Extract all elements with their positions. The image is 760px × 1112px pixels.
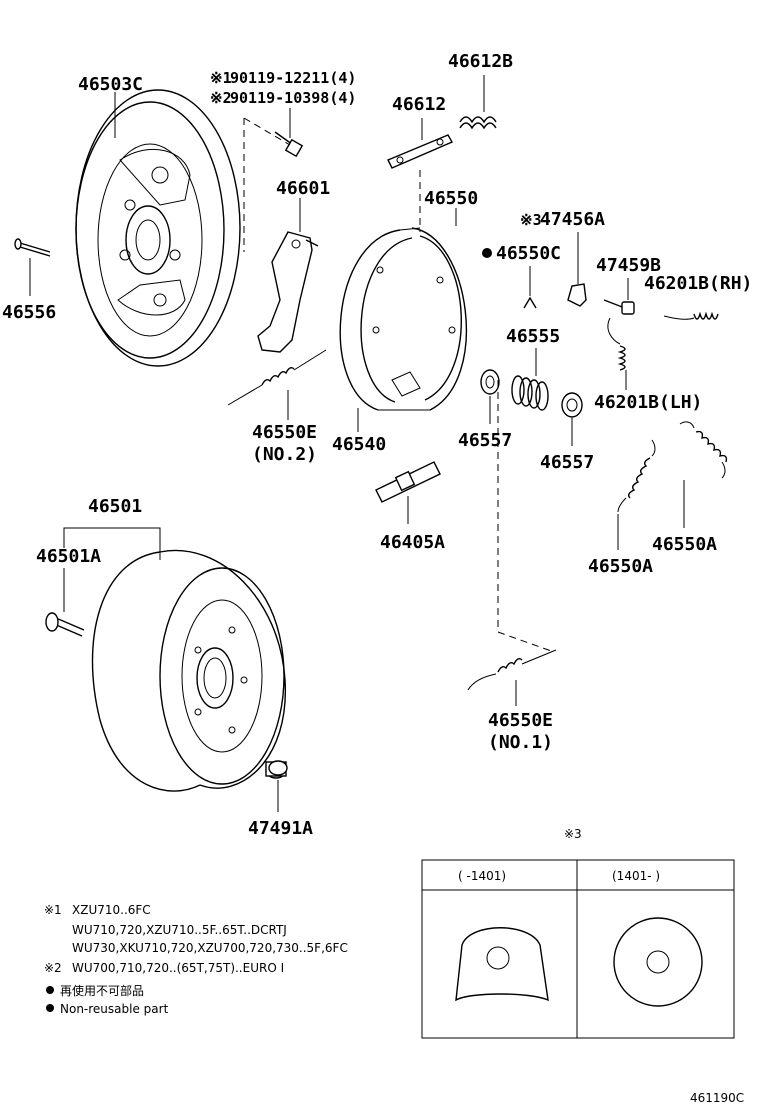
lever-46601-drawing bbox=[257, 231, 319, 353]
label-90119-12211: 90119-12211(4) bbox=[230, 69, 356, 87]
spring-46550A-right-drawing bbox=[679, 421, 728, 479]
note1-mark: ※1 bbox=[44, 903, 62, 917]
label-46550C: 46550C bbox=[496, 243, 561, 264]
spring-46612B-drawing bbox=[459, 116, 497, 130]
label-46201B-RH: 46201B(RH) bbox=[644, 273, 752, 294]
label-46550E-no1: 46550E bbox=[488, 710, 553, 731]
label-46550E-no1-sub: (NO.1) bbox=[488, 732, 553, 753]
cup-46557-left-drawing bbox=[480, 369, 500, 395]
label-46555: 46555 bbox=[506, 326, 560, 347]
spring-46201B-LH-drawing bbox=[607, 317, 626, 371]
label-46540: 46540 bbox=[332, 434, 386, 455]
table-col2-header: (1401- ) bbox=[612, 869, 660, 883]
note1-line1: XZU710..6FC bbox=[72, 903, 151, 917]
strut-46612-drawing bbox=[387, 134, 453, 169]
spring-46550A-left-drawing bbox=[617, 439, 656, 513]
plug-47491A-drawing bbox=[265, 760, 288, 779]
table-mark: ※3 bbox=[564, 827, 582, 841]
note2-mark: ※2 bbox=[44, 961, 62, 975]
washer-new-drawing bbox=[613, 917, 703, 1007]
cup-46557-right-drawing bbox=[561, 392, 583, 418]
legend-non-reusable-jp: 再使用不可部品 bbox=[60, 983, 144, 998]
label-46201B-LH: 46201B(LH) bbox=[594, 392, 702, 413]
mark-90119-2: ※2 bbox=[210, 89, 232, 107]
note1-line2: WU710,720,XZU710..5F..65T..DCRTJ bbox=[72, 923, 287, 937]
label-46612: 46612 bbox=[392, 94, 446, 115]
legend-dot-2 bbox=[46, 1004, 54, 1012]
label-46405A: 46405A bbox=[380, 532, 445, 553]
label-46601: 46601 bbox=[276, 178, 330, 199]
adjuster-46405A-drawing bbox=[375, 461, 441, 503]
label-46556: 46556 bbox=[2, 302, 56, 323]
label-46550A-left: 46550A bbox=[588, 556, 653, 577]
label-46550E-no2: 46550E bbox=[252, 422, 317, 443]
washer-old-drawing bbox=[455, 927, 549, 1002]
label-46501: 46501 bbox=[88, 496, 142, 517]
bolt-46501A-drawing bbox=[45, 612, 85, 637]
spring-46550E-no1-drawing bbox=[467, 649, 557, 691]
label-46557-left: 46557 bbox=[458, 430, 512, 451]
pin-47459B-drawing bbox=[603, 299, 635, 315]
note1-line3: WU730,XKU710,720,XZU700,720,730..5F,6FC bbox=[72, 941, 348, 955]
label-46501A: 46501A bbox=[36, 546, 101, 567]
spring-46555-drawing bbox=[511, 375, 549, 411]
spring-46201B-RH-drawing bbox=[663, 311, 719, 320]
note2-line1: WU700,710,720..(65T,75T)..EURO I bbox=[72, 961, 284, 975]
table-col1-header: ( -1401) bbox=[458, 869, 506, 883]
label-46557-right: 46557 bbox=[540, 452, 594, 473]
label-47459B: 47459B bbox=[596, 255, 661, 276]
brake-shoe-drawing bbox=[339, 227, 468, 411]
bolt-90119-drawing bbox=[274, 131, 304, 158]
backing-plate-drawing bbox=[75, 89, 241, 367]
brake-drum-drawing bbox=[91, 549, 286, 792]
non-reusable-dot-46550C bbox=[482, 248, 492, 258]
label-46612B: 46612B bbox=[448, 51, 513, 72]
label-46550: 46550 bbox=[424, 188, 478, 209]
label-46503C: 46503C bbox=[78, 74, 143, 95]
mark-47456A: ※3 bbox=[520, 211, 542, 229]
bolt-46556-drawing bbox=[14, 238, 51, 257]
diagram-code: 461190C bbox=[690, 1091, 744, 1105]
legend-non-reusable-en: Non-reusable part bbox=[60, 1002, 169, 1016]
label-90119-10398: 90119-10398(4) bbox=[230, 89, 356, 107]
mark-90119-1: ※1 bbox=[210, 69, 232, 87]
label-47456A: 47456A bbox=[540, 209, 605, 230]
label-47491A: 47491A bbox=[248, 818, 313, 839]
legend-dot-1 bbox=[46, 986, 54, 994]
label-46550E-no2-sub: (NO.2) bbox=[252, 444, 317, 465]
label-46550A-right: 46550A bbox=[652, 534, 717, 555]
spring-46550E-no2-drawing bbox=[227, 349, 327, 406]
